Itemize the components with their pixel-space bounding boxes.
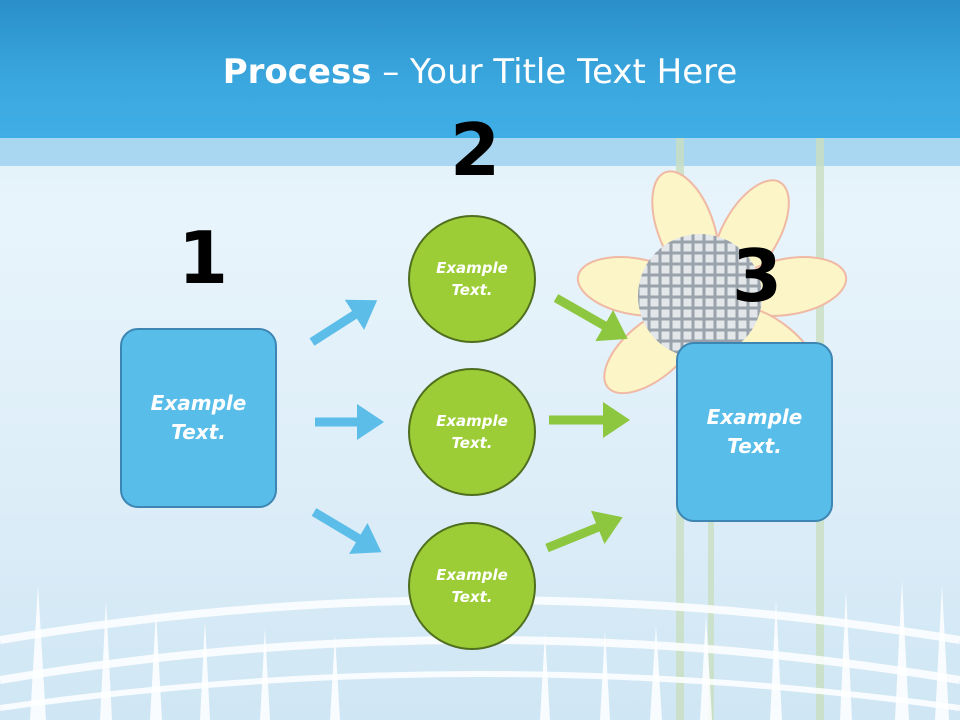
- slide-title: Process – Your Title Text Here: [0, 52, 960, 92]
- start-box-label: Example Text.: [150, 391, 247, 444]
- step-number-2: 2: [450, 108, 501, 192]
- arrow-start-to-bottom: [311, 508, 382, 554]
- title-bar: [0, 0, 960, 138]
- circle-middle: Example Text.: [408, 368, 536, 496]
- disco-ball: [638, 234, 762, 358]
- end-box: Example Text.: [676, 342, 833, 522]
- title-rest: – Your Title Text Here: [371, 52, 738, 92]
- title-band: [0, 138, 960, 166]
- circle-middle-label: Example Text.: [436, 411, 508, 453]
- end-box-label: Example Text.: [706, 405, 803, 458]
- circle-top-label: Example Text.: [436, 258, 508, 300]
- circle-bottom: Example Text.: [408, 522, 536, 650]
- arrow-start-to-top: [309, 299, 378, 346]
- fence-pickets: [30, 580, 949, 720]
- title-bold: Process: [222, 52, 372, 92]
- step-number-3: 3: [732, 234, 783, 318]
- start-box: Example Text.: [120, 328, 277, 508]
- circle-top: Example Text.: [408, 215, 536, 343]
- arrow-bottom-to-end: [545, 510, 623, 553]
- step-number-1: 1: [178, 216, 229, 300]
- arrow-top-to-end: [553, 294, 628, 342]
- circle-bottom-label: Example Text.: [436, 565, 508, 607]
- stem-mid: [708, 520, 714, 720]
